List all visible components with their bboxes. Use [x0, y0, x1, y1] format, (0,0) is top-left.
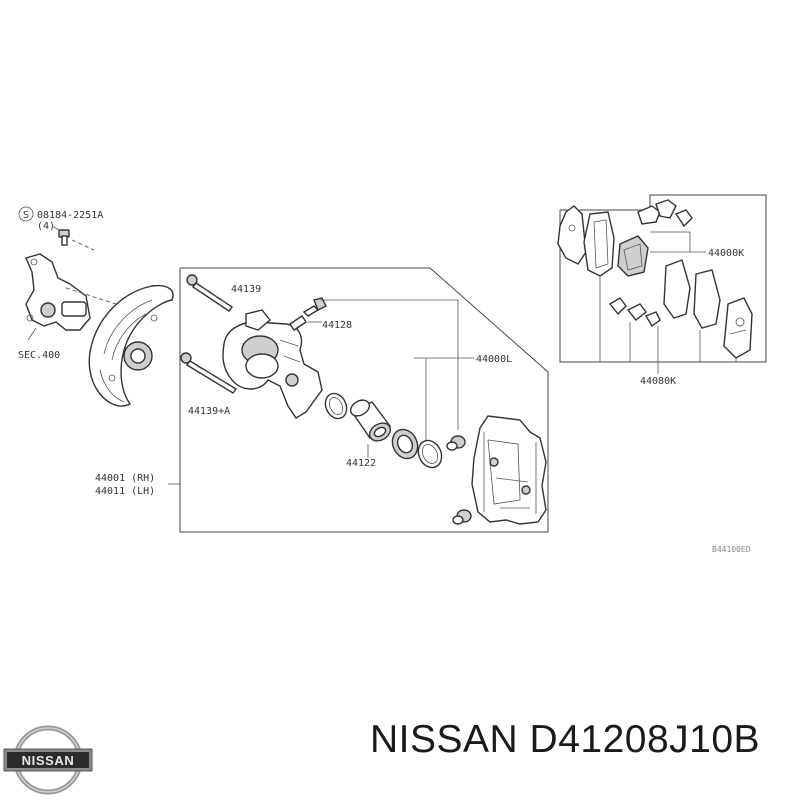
figure-code-label: B44100ED	[712, 545, 751, 554]
bolt-ref-label: 08184-2251A	[37, 210, 103, 221]
pad-kit-bottom-label: 44080K	[640, 376, 676, 387]
pad-clips	[608, 199, 693, 328]
bleeder-label: 44128	[322, 320, 352, 331]
part-number: D41208J10B	[529, 718, 761, 761]
brake-pad-outer	[583, 211, 615, 277]
pad-shim-outer	[557, 205, 587, 265]
pin-lower-label: 44139+A	[188, 406, 230, 417]
retaining-ring	[417, 439, 443, 469]
bolt-callout: S 08184-2251A (4)	[18, 206, 103, 251]
caliper-body	[222, 309, 323, 419]
guide-pin-lower	[180, 352, 238, 394]
dust-shield	[88, 284, 174, 407]
steering-knuckle	[25, 253, 91, 331]
caliper-group-frame	[179, 267, 549, 533]
bleeder-screw	[289, 297, 327, 331]
svg-text:S: S	[23, 210, 29, 221]
guide-pin-upper	[186, 274, 234, 312]
piston-label: 44122	[346, 458, 376, 469]
circled-s-marker	[18, 206, 34, 222]
pad-shim-rear	[723, 297, 753, 359]
brake-pad-inner	[617, 235, 649, 277]
sec-ref-label: SEC.400	[18, 350, 60, 361]
caliper-bracket	[471, 415, 547, 525]
brake-pad-rear	[663, 259, 721, 329]
caliper-lh-label: 44011 (LH)	[95, 486, 155, 497]
pin-boot-upper	[446, 435, 466, 451]
bolt-qty-label: (4)	[37, 221, 55, 232]
pin-boot-lower	[452, 509, 472, 525]
pad-kit-label: 44000K	[708, 248, 744, 259]
product-title: NISSAN D41208J10B	[370, 718, 795, 762]
caliper-rh-label: 44001 (RH)	[95, 473, 155, 484]
piston-seal-outer	[324, 392, 348, 420]
piston	[349, 399, 392, 442]
pin-upper-label: 44139	[231, 284, 261, 295]
nissan-logo: NISSAN	[3, 725, 93, 795]
dust-boot	[391, 428, 419, 460]
mounting-bolt	[58, 229, 70, 246]
caliper-asm-label: 44000L	[476, 354, 512, 365]
brand-name: NISSAN	[370, 718, 519, 761]
logo-wordmark: NISSAN	[22, 753, 75, 768]
